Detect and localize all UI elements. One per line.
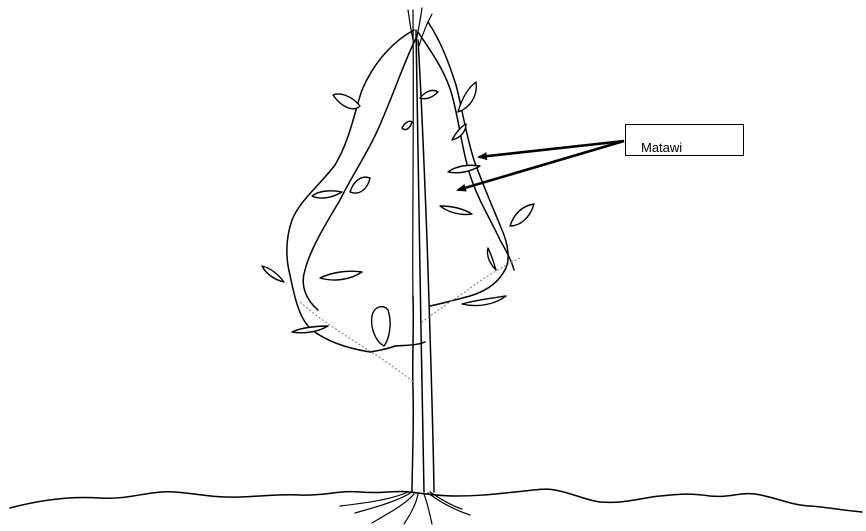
leaf — [448, 165, 480, 173]
dashed-guide-left — [300, 302, 414, 382]
leaf — [333, 94, 360, 109]
leaf — [487, 248, 496, 270]
leaf — [440, 206, 472, 215]
leaf — [372, 307, 390, 346]
leaf — [320, 271, 362, 280]
pointer-arrow — [479, 141, 624, 157]
callout-label: Matawi — [641, 141, 682, 154]
ground-line — [10, 489, 862, 512]
callout-box: Matawi — [625, 124, 744, 156]
leaf — [462, 296, 506, 306]
leaves — [262, 82, 534, 346]
leaf — [510, 204, 534, 226]
leaf — [458, 82, 476, 112]
leaf — [350, 177, 370, 193]
leaf — [292, 326, 328, 333]
pointer-arrow — [458, 141, 624, 190]
leaf — [402, 121, 412, 129]
dashed-guide-right — [422, 258, 520, 322]
leaf — [312, 191, 342, 198]
leaf — [420, 90, 438, 98]
roots — [340, 492, 470, 524]
trunk — [408, 8, 434, 492]
leaf — [262, 266, 284, 282]
